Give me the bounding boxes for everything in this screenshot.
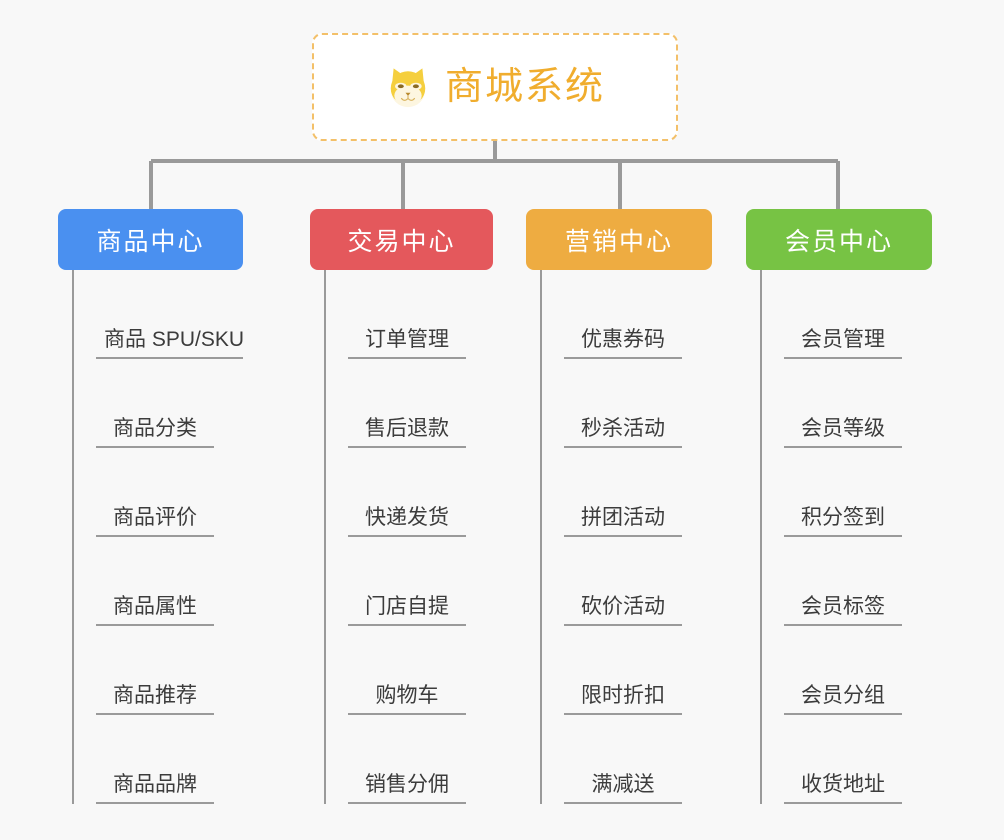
list-item[interactable]: 售后退款 (324, 359, 493, 448)
branch-spine-3 (540, 270, 542, 804)
list-item[interactable]: 会员管理 (760, 270, 932, 359)
list-item[interactable]: 砍价活动 (540, 537, 712, 626)
list-item[interactable]: 销售分佣 (324, 715, 493, 804)
leaf-label: 秒杀活动 (564, 417, 682, 448)
leaf-label: 门店自提 (348, 595, 466, 626)
root-title: 商城系统 (444, 66, 605, 108)
branch-header-3[interactable]: 营销中心 (526, 209, 712, 270)
leaf-label: 销售分佣 (348, 773, 466, 804)
leaf-label: 商品推荐 (96, 684, 214, 715)
leaf-label: 满减送 (564, 773, 682, 804)
list-item[interactable]: 商品品牌 (72, 715, 243, 804)
leaf-label: 拼团活动 (564, 506, 682, 537)
list-item[interactable]: 订单管理 (324, 270, 493, 359)
branch-column-2: 交易中心 订单管理 售后退款 快递发货 门店自提 购物车 销售分佣 (310, 209, 493, 804)
list-item[interactable]: 会员标签 (760, 537, 932, 626)
list-item[interactable]: 商品属性 (72, 537, 243, 626)
branch-header-1[interactable]: 商品中心 (58, 209, 243, 270)
branch-column-3: 营销中心 优惠券码 秒杀活动 拼团活动 砍价活动 限时折扣 满减送 (526, 209, 712, 804)
branch-spine-4 (760, 270, 762, 804)
list-item[interactable]: 收货地址 (760, 715, 932, 804)
list-item[interactable]: 优惠券码 (540, 270, 712, 359)
list-item[interactable]: 会员等级 (760, 359, 932, 448)
leaf-label: 收货地址 (784, 773, 902, 804)
branch-spine-1 (72, 270, 74, 804)
branch-items-3: 优惠券码 秒杀活动 拼团活动 砍价活动 限时折扣 满减送 (526, 270, 712, 804)
leaf-label: 积分签到 (784, 506, 902, 537)
leaf-label: 商品 SPU/SKU (96, 328, 244, 359)
leaf-label: 商品品牌 (96, 773, 214, 804)
branch-column-4: 会员中心 会员管理 会员等级 积分签到 会员标签 会员分组 收货地址 (746, 209, 932, 804)
list-item[interactable]: 拼团活动 (540, 448, 712, 537)
root-node[interactable]: 商城系统 (312, 33, 678, 141)
leaf-label: 会员等级 (784, 417, 902, 448)
branch-header-2[interactable]: 交易中心 (310, 209, 493, 270)
leaf-label: 商品属性 (96, 595, 214, 626)
leaf-label: 商品评价 (96, 506, 214, 537)
branch-items-1: 商品 SPU/SKU 商品分类 商品评价 商品属性 商品推荐 商品品牌 (58, 270, 244, 804)
leaf-label: 会员分组 (784, 684, 902, 715)
list-item[interactable]: 商品评价 (72, 448, 243, 537)
branch-items-4: 会员管理 会员等级 积分签到 会员标签 会员分组 收货地址 (746, 270, 932, 804)
list-item[interactable]: 商品推荐 (72, 626, 243, 715)
shiba-dog-face-icon (390, 68, 426, 108)
list-item[interactable]: 满减送 (540, 715, 712, 804)
branch-spine-2 (324, 270, 326, 804)
leaf-label: 砍价活动 (564, 595, 682, 626)
branch-items-2: 订单管理 售后退款 快递发货 门店自提 购物车 销售分佣 (310, 270, 493, 804)
list-item[interactable]: 购物车 (324, 626, 493, 715)
list-item[interactable]: 商品 SPU/SKU (72, 270, 244, 359)
list-item[interactable]: 秒杀活动 (540, 359, 712, 448)
branch-column-1: 商品中心 商品 SPU/SKU 商品分类 商品评价 商品属性 商品推荐 商品品牌 (58, 209, 244, 804)
leaf-label: 购物车 (348, 684, 466, 715)
leaf-label: 商品分类 (96, 417, 214, 448)
leaf-label: 优惠券码 (564, 328, 682, 359)
branch-header-4[interactable]: 会员中心 (746, 209, 932, 270)
list-item[interactable]: 会员分组 (760, 626, 932, 715)
list-item[interactable]: 商品分类 (72, 359, 243, 448)
leaf-label: 限时折扣 (564, 684, 682, 715)
list-item[interactable]: 积分签到 (760, 448, 932, 537)
leaf-label: 售后退款 (348, 417, 466, 448)
leaf-label: 快递发货 (348, 506, 466, 537)
list-item[interactable]: 快递发货 (324, 448, 493, 537)
list-item[interactable]: 限时折扣 (540, 626, 712, 715)
leaf-label: 会员标签 (784, 595, 902, 626)
leaf-label: 订单管理 (348, 328, 466, 359)
list-item[interactable]: 门店自提 (324, 537, 493, 626)
leaf-label: 会员管理 (784, 328, 902, 359)
